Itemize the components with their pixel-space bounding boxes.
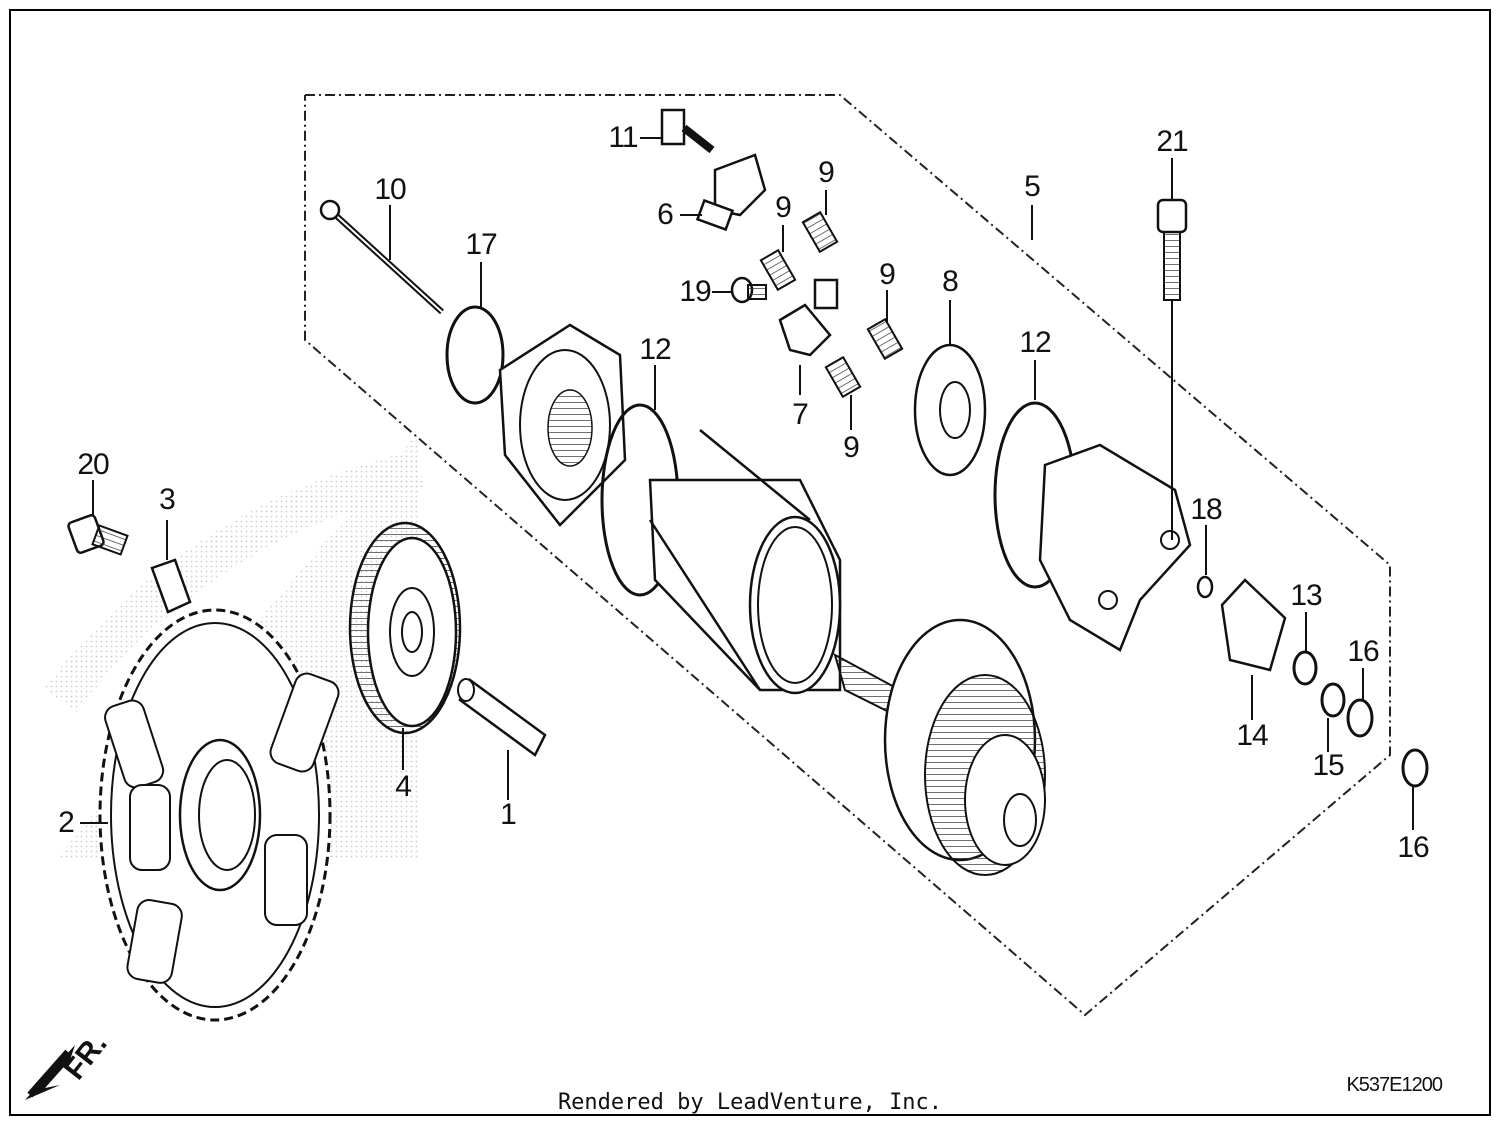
starter-assembly-boundary [304,94,1391,1017]
callout-9-a: 9 [818,156,835,189]
callout-16-a: 16 [1347,635,1379,668]
callout-9-d: 9 [843,431,860,464]
callout-9-b: 9 [775,191,792,224]
part-9-springs [759,210,904,399]
part-10-through-bolt [319,199,445,315]
leader-lines [80,137,1414,830]
part-16-nut-a [1346,698,1374,738]
callout-8: 8 [942,265,959,298]
front-direction-arrow [25,1045,75,1100]
footer-credit: Rendered by LeadVenture, Inc. [557,1090,943,1115]
starter-yoke-housing [648,429,842,695]
part-6-brush-set [660,108,767,232]
callout-9-c: 9 [879,258,896,291]
callout-5: 5 [1024,170,1041,203]
callout-21: 21 [1156,125,1188,158]
callout-13: 13 [1290,579,1322,612]
part-21-bolt [1156,198,1188,540]
part-8-brush-plate [913,343,987,477]
callout-2: 2 [58,806,75,839]
callout-15: 15 [1312,749,1344,782]
part-13-washer [1292,650,1318,686]
part-7-brush-holder [730,276,839,357]
part-16-nut-b [1401,748,1429,788]
part-17-o-ring [445,305,505,405]
callout-17: 17 [465,228,497,261]
frame-border [9,9,1491,1116]
part-14-collar [1220,578,1287,672]
callout-19: 19 [679,275,711,308]
part-5-rear-cover [1038,443,1192,652]
part-2-starter-driven-gear [98,608,340,1022]
part-4-reduction-gear [348,521,462,735]
part-3-washer-plate [150,558,192,614]
callout-12-b: 12 [1019,326,1051,359]
callout-4: 4 [395,770,412,803]
callout-18: 18 [1190,493,1222,526]
part-1-shaft [457,678,547,757]
armature [833,618,1046,876]
callout-7: 7 [792,398,809,431]
part-18-washer [1196,575,1214,599]
part-15-washer [1320,682,1346,718]
callout-10: 10 [374,173,406,206]
callout-3: 3 [159,483,176,516]
callout-20: 20 [77,448,109,481]
callout-6: 6 [657,198,674,231]
part-20-flange-bolt [67,514,129,556]
starter-front-cover [498,323,627,527]
drawing-code: K537E1200 [1346,1074,1443,1096]
callout-1: 1 [500,798,517,831]
callout-12-a: 12 [639,333,671,366]
callout-14: 14 [1236,719,1268,752]
callout-11: 11 [608,121,638,154]
callout-16-b: 16 [1397,831,1429,864]
